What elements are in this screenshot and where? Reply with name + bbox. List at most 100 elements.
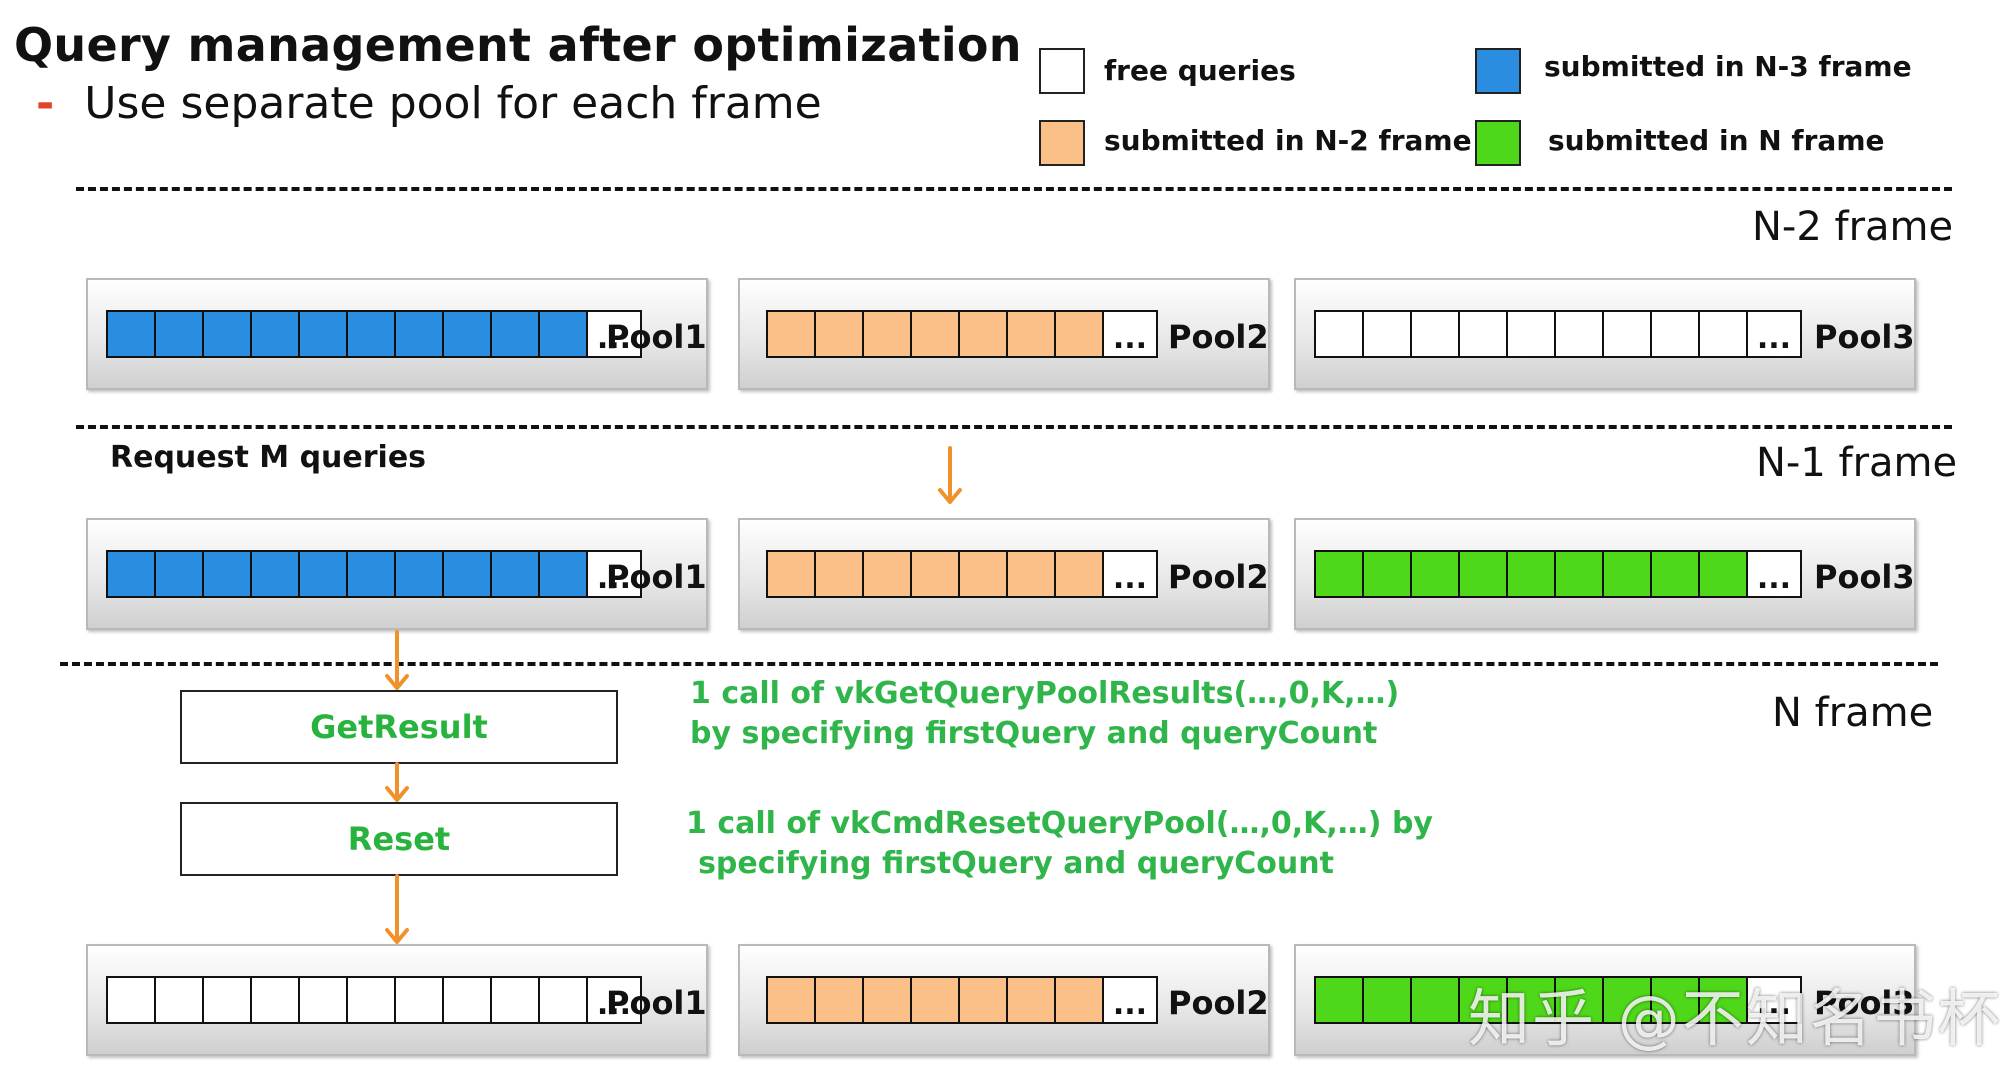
- pool-label: Pool3: [1814, 558, 1915, 596]
- query-cell: [108, 312, 156, 356]
- query-cell: [1604, 552, 1652, 596]
- query-cell: [204, 978, 252, 1022]
- pool3-n2: ... Pool3: [1294, 278, 1916, 390]
- query-cell: [252, 312, 300, 356]
- query-cell: [300, 312, 348, 356]
- query-cell: [864, 978, 912, 1022]
- query-cell: [768, 552, 816, 596]
- pool2-n1: ... Pool2: [738, 518, 1270, 630]
- get-result-note: 1 call of vkGetQueryPoolResults(…,0,K,…)…: [690, 674, 1399, 754]
- query-cell: [300, 552, 348, 596]
- ellipsis-cell: ...: [1748, 552, 1800, 596]
- query-cell: [348, 978, 396, 1022]
- query-cell: [1460, 978, 1508, 1022]
- query-cell: [1364, 552, 1412, 596]
- legend-label-n2: submitted in N-2 frame: [1104, 124, 1472, 157]
- arrow-to-pool2: [938, 446, 962, 504]
- divider-bottom: [60, 662, 1938, 666]
- ellipsis-cell: ...: [1104, 312, 1156, 356]
- legend-swatch-n3: [1475, 48, 1521, 94]
- query-cell: [1652, 552, 1700, 596]
- query-cell: [816, 552, 864, 596]
- divider-middle: [76, 425, 1952, 429]
- legend-label-n: submitted in N frame: [1548, 124, 1885, 157]
- ellipsis-cell: ...: [1104, 978, 1156, 1022]
- query-cell: [1508, 978, 1556, 1022]
- query-cell: [1316, 978, 1364, 1022]
- query-cells: ...: [766, 310, 1158, 358]
- query-cell: [1412, 552, 1460, 596]
- pool-label: Pool1: [606, 318, 707, 356]
- arrow-to-reset: [385, 762, 409, 802]
- pool3-n1: ... Pool3: [1294, 518, 1916, 630]
- query-cell: [1556, 978, 1604, 1022]
- pool2-n2: ... Pool2: [738, 278, 1270, 390]
- query-cell: [540, 312, 588, 356]
- legend-swatch-n2: [1039, 120, 1085, 166]
- get-result-note-line2: by specifying firstQuery and queryCount: [690, 716, 1378, 751]
- query-cell: [1412, 978, 1460, 1022]
- query-cell: [1508, 552, 1556, 596]
- arrow-to-pool1: [385, 874, 409, 944]
- reset-note-line1: 1 call of vkCmdResetQueryPool(…,0,K,…) b…: [686, 806, 1433, 841]
- query-cell: [492, 552, 540, 596]
- ellipsis-cell: ...: [1748, 312, 1800, 356]
- pool-label: Pool3: [1814, 984, 1915, 1022]
- query-cell: [960, 312, 1008, 356]
- query-cells: ...: [106, 310, 642, 358]
- query-cell: [912, 312, 960, 356]
- query-cell: [396, 312, 444, 356]
- query-cell: [864, 312, 912, 356]
- query-cell: [816, 312, 864, 356]
- query-cell: [1364, 312, 1412, 356]
- legend-label-n3: submitted in N-3 frame: [1544, 50, 1912, 83]
- query-cell: [1604, 312, 1652, 356]
- query-cell: [1008, 312, 1056, 356]
- query-cell: [252, 552, 300, 596]
- query-cell: [912, 552, 960, 596]
- query-cell: [396, 552, 444, 596]
- query-cell: [540, 978, 588, 1022]
- frame-label-n1: N-1 frame: [1756, 440, 1958, 486]
- ellipsis-cell: ...: [588, 978, 640, 1022]
- query-cell: [1364, 978, 1412, 1022]
- query-cell: [252, 978, 300, 1022]
- query-cells: ...: [106, 550, 642, 598]
- query-cell: [960, 552, 1008, 596]
- pool-label: Pool1: [606, 984, 707, 1022]
- query-cell: [444, 312, 492, 356]
- ellipsis-cell: ...: [1748, 978, 1800, 1022]
- ellipsis-cell: ...: [588, 552, 640, 596]
- query-cell: [1316, 552, 1364, 596]
- pool1-n: ... Pool1: [86, 944, 708, 1056]
- query-cell: [444, 978, 492, 1022]
- query-cell: [348, 312, 396, 356]
- query-cell: [1460, 552, 1508, 596]
- query-cell: [1556, 312, 1604, 356]
- query-cell: [1056, 978, 1104, 1022]
- query-cell: [396, 978, 444, 1022]
- query-cell: [156, 312, 204, 356]
- frame-label-n: N frame: [1772, 690, 1934, 736]
- query-cell: [1460, 312, 1508, 356]
- query-cell: [108, 978, 156, 1022]
- query-cell: [1412, 312, 1460, 356]
- query-cell: [156, 552, 204, 596]
- subtitle: -Use separate pool for each frame: [36, 78, 822, 129]
- request-text: Request M queries: [110, 440, 427, 475]
- query-cells: ...: [766, 976, 1158, 1024]
- query-cell: [348, 552, 396, 596]
- reset-note-line2: specifying firstQuery and queryCount: [698, 846, 1334, 881]
- query-cell: [300, 978, 348, 1022]
- get-result-step: GetResult: [180, 690, 618, 764]
- query-cell: [960, 978, 1008, 1022]
- query-cell: [1700, 978, 1748, 1022]
- query-cell: [768, 312, 816, 356]
- pool-label: Pool3: [1814, 318, 1915, 356]
- query-cells: ...: [1314, 310, 1802, 358]
- legend-swatch-free: [1039, 48, 1085, 94]
- query-cells: ...: [1314, 550, 1802, 598]
- reset-note: 1 call of vkCmdResetQueryPool(…,0,K,…) b…: [686, 804, 1433, 884]
- pool-label: Pool1: [606, 558, 707, 596]
- query-cells: ...: [766, 550, 1158, 598]
